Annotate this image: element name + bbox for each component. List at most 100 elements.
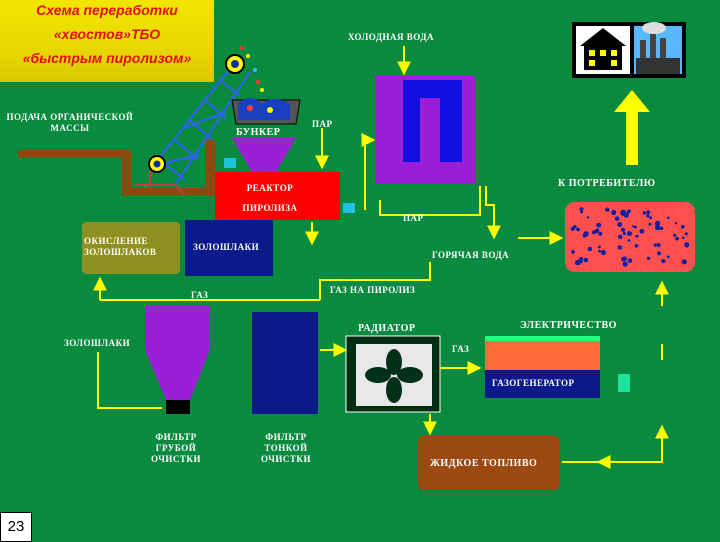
gas-generator	[485, 336, 630, 398]
label-coarse-filter: ФИЛЬТР ГРУБОЙ ОЧИСТКИ	[140, 432, 212, 465]
accumulator-dot	[571, 250, 575, 254]
accumulator-dot	[667, 255, 670, 259]
accumulator-dot	[648, 222, 652, 226]
accumulator-dot	[642, 211, 647, 215]
accumulator-dot	[647, 256, 651, 260]
label-reactor: РЕАКТОР ПИРОЛИЗА	[215, 178, 325, 218]
label-liquid-fuel: ЖИДКОЕ ТОПЛИВО	[430, 458, 538, 469]
fine-filter	[252, 312, 318, 414]
title-line-3: «быстрым пиролизом»	[22, 50, 192, 66]
accumulator-dot	[582, 233, 587, 238]
label-feed-line-1: ПОДАЧА ОРГАНИЧЕСКОЙ	[6, 112, 134, 122]
accumulator-dot	[675, 236, 679, 241]
accumulator-dot	[681, 259, 687, 265]
accumulator-dot	[684, 232, 688, 236]
ash-box	[185, 220, 273, 276]
label-feed: ПОДАЧА ОРГАНИЧЕСКОЙ МАССЫ	[5, 112, 135, 134]
label-ash-box: ЗОЛОШЛАКИ	[193, 242, 260, 252]
accumulator-dot	[649, 216, 652, 220]
accumulator-dot	[620, 209, 626, 216]
accumulator-dot	[579, 256, 584, 262]
radiator	[345, 335, 441, 413]
label-steam-top: ПАР	[312, 119, 333, 129]
conveyor-pulley-top	[225, 54, 245, 74]
label-oxidation-line-1: ОКИСЛЕНИЕ	[84, 236, 149, 246]
accumulator-dot	[673, 233, 677, 237]
label-hot-water: ГОРЯЧАЯ ВОДА	[432, 250, 510, 260]
reactor-box	[215, 172, 340, 220]
accumulator-dot	[639, 228, 645, 234]
accumulator-dot	[575, 259, 581, 266]
label-feed-line-2: МАССЫ	[50, 123, 90, 133]
label-oxidation-line-2: ЗОЛОШЛАКОВ	[84, 247, 157, 257]
label-gas-generator: ГАЗОГЕНЕРАТОР	[492, 378, 575, 388]
label-gas-left: ГАЗ	[191, 290, 209, 300]
bunker-hopper	[224, 98, 301, 172]
accumulator-dot	[620, 227, 626, 232]
accumulator-dot	[597, 245, 601, 249]
label-radiator: РАДИАТОР	[358, 323, 416, 334]
coarse-filter	[145, 306, 210, 414]
conveyor-pulley-bottom	[148, 155, 166, 173]
label-ash-left: ЗОЛОШЛАКИ	[64, 338, 131, 348]
slide-title: Схема переработки «хвостов»ТБО «быстрым …	[0, 0, 214, 82]
accumulator-dot	[632, 225, 635, 228]
conveyor-crane	[135, 61, 251, 196]
label-coarse-filter-line-1: ФИЛЬТР	[155, 432, 197, 442]
accumulator-dot	[594, 228, 600, 234]
accumulator-dot	[600, 249, 607, 256]
accumulator-dot	[605, 207, 610, 212]
label-fine-filter-line-1: ФИЛЬТР	[265, 432, 307, 442]
heat-exchanger	[375, 76, 475, 184]
label-gas-right: ГАЗ	[452, 344, 470, 354]
accumulator-dot	[656, 243, 661, 248]
label-reactor-line-2: ПИРОЛИЗА	[242, 203, 298, 213]
accumulator-dot	[657, 251, 662, 256]
accumulator-dot	[634, 244, 639, 248]
page-number: 23	[0, 512, 32, 542]
accumulator-dot	[570, 226, 575, 231]
accumulator-dot	[580, 210, 584, 214]
accumulator-dot	[587, 246, 593, 252]
accumulator-dot	[626, 209, 631, 214]
consumer-arrow	[614, 90, 650, 165]
accumulator-dot	[596, 222, 602, 228]
accumulator-dot	[674, 222, 678, 225]
label-coarse-filter-line-2: ГРУБОЙ	[155, 443, 197, 453]
label-electricity: ЭЛЕКТРИЧЕСТВО	[520, 320, 617, 331]
accumulator-dot	[586, 216, 590, 219]
waste-particles	[240, 46, 264, 92]
feed-ground	[18, 140, 215, 196]
accumulator-dot	[627, 239, 631, 242]
label-fine-filter-line-2: ТОНКОЙ	[264, 443, 308, 453]
accumulator-dot	[621, 256, 626, 262]
label-oxidation: ОКИСЛЕНИЕ ЗОЛОШЛАКОВ	[84, 236, 156, 258]
accumulator-dot	[576, 227, 580, 232]
label-cold-water: ХОЛОДНАЯ ВОДА	[348, 32, 435, 42]
label-coarse-filter-line-3: ОЧИСТКИ	[151, 454, 201, 464]
accumulator-dot	[622, 261, 628, 267]
accumulator-dot	[627, 231, 632, 236]
accumulator-dot	[634, 225, 637, 229]
accumulator-dot	[617, 222, 623, 227]
label-fine-filter-line-3: ОЧИСТКИ	[261, 454, 311, 464]
accumulator-dot	[611, 209, 617, 216]
accumulator-dot	[614, 216, 620, 221]
accumulator-dot	[579, 260, 583, 264]
accumulator-dot	[667, 216, 670, 220]
heat-accumulator	[565, 202, 695, 272]
reactor-valve	[343, 203, 355, 213]
accumulator-dot	[646, 214, 650, 218]
accumulator-dot	[653, 243, 657, 247]
city-icon	[572, 22, 686, 78]
label-gas-pyrolysis: ГАЗ НА ПИРОЛИЗ	[330, 285, 416, 295]
liquid-fuel-box	[418, 436, 560, 490]
accumulator-dot	[617, 234, 623, 240]
accumulator-dot	[682, 236, 685, 240]
accumulator-dot	[646, 210, 651, 215]
label-reactor-line-1: РЕАКТОР	[246, 183, 294, 193]
accumulator-dot	[661, 259, 666, 264]
accumulator-dot	[583, 257, 589, 263]
